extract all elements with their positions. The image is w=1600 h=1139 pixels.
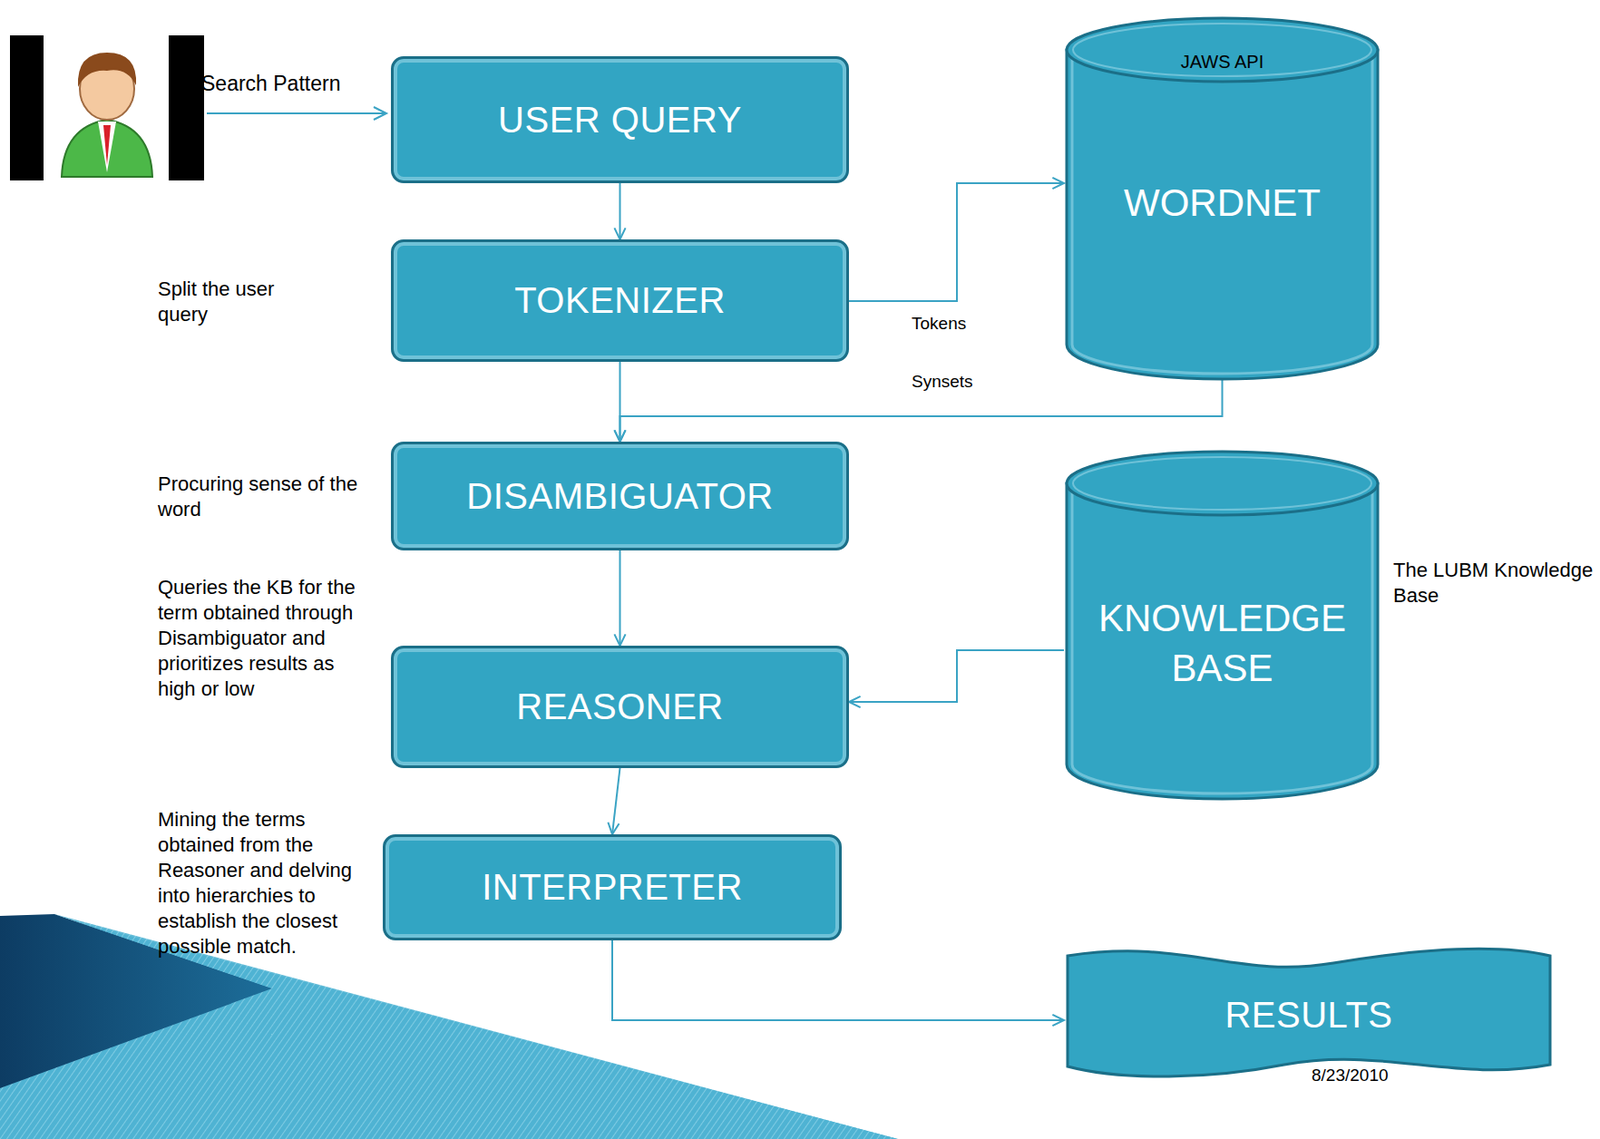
arrow-head: [1052, 177, 1064, 189]
annotation-note: Split the user query: [157, 276, 322, 328]
arrow-head: [1052, 1014, 1064, 1026]
edge-label: Synsets: [909, 371, 976, 392]
annotation-note: Queries the KB for the term obtained thr…: [157, 575, 367, 703]
connector: [848, 650, 1064, 708]
database-cylinder: JAWS API WORDNET: [1063, 15, 1381, 380]
process-box: USER QUERY: [390, 56, 849, 184]
arrow-head: [614, 429, 625, 442]
edge-label: Tokens: [909, 313, 968, 334]
database-cylinder: KNOWLEDGE BASE: [1063, 448, 1381, 800]
arrow-head: [614, 634, 625, 646]
connector-line: [619, 550, 622, 646]
connector: [612, 940, 1064, 1026]
arrow-head: [607, 822, 619, 835]
process-box: TOKENIZER: [390, 239, 849, 362]
annotation-note: Procuring sense of the word: [157, 471, 362, 523]
node-label: REASONER: [516, 686, 724, 728]
node-label: RESULTS: [1224, 995, 1393, 1036]
connector: [614, 361, 625, 442]
api-label: JAWS API: [1063, 49, 1381, 74]
connector: [848, 177, 1064, 302]
document-body: [1067, 948, 1551, 1077]
flow-label: Search Pattern: [201, 70, 420, 97]
user-icon: [61, 52, 153, 177]
node-label: TOKENIZER: [514, 280, 726, 322]
cylinder-top: [1066, 451, 1378, 516]
cylinder-body: [1066, 483, 1378, 800]
connector-line: [848, 650, 1064, 703]
input-arrow: [206, 112, 385, 115]
connector-line: [612, 940, 1064, 1021]
document-shape: RESULTS: [1063, 943, 1554, 1087]
connector: [614, 550, 625, 646]
annotation-note: The LUBM Knowledge Base: [1393, 557, 1598, 609]
connector-line: [619, 183, 622, 240]
arrow-head: [373, 107, 387, 120]
node-label: DISAMBIGUATOR: [466, 476, 773, 518]
icon-bar: [168, 35, 205, 181]
cylinder-inner: [1072, 487, 1373, 794]
node-label: USER QUERY: [497, 99, 742, 141]
arrow-head: [614, 227, 625, 240]
connector: [614, 183, 625, 240]
cylinder-top: [1066, 18, 1378, 82]
arrow-head: [848, 696, 861, 708]
node-label: WORDNET: [1063, 178, 1381, 229]
connector-line: [619, 361, 622, 442]
cylinder-top-inner: [1073, 457, 1372, 510]
node-label: KNOWLEDGE BASE: [1095, 594, 1350, 693]
node-label: INTERPRETER: [481, 867, 743, 908]
icon-bar: [9, 35, 44, 181]
process-box: INTERPRETER: [382, 834, 842, 941]
process-box: REASONER: [390, 645, 849, 769]
date-label: 8/23/2010: [1311, 1063, 1421, 1089]
connector: [607, 768, 620, 835]
process-box: DISAMBIGUATOR: [390, 441, 849, 551]
connector-line: [848, 183, 1064, 302]
annotation-note: Mining the terms obtained from the Reaso…: [157, 807, 362, 960]
